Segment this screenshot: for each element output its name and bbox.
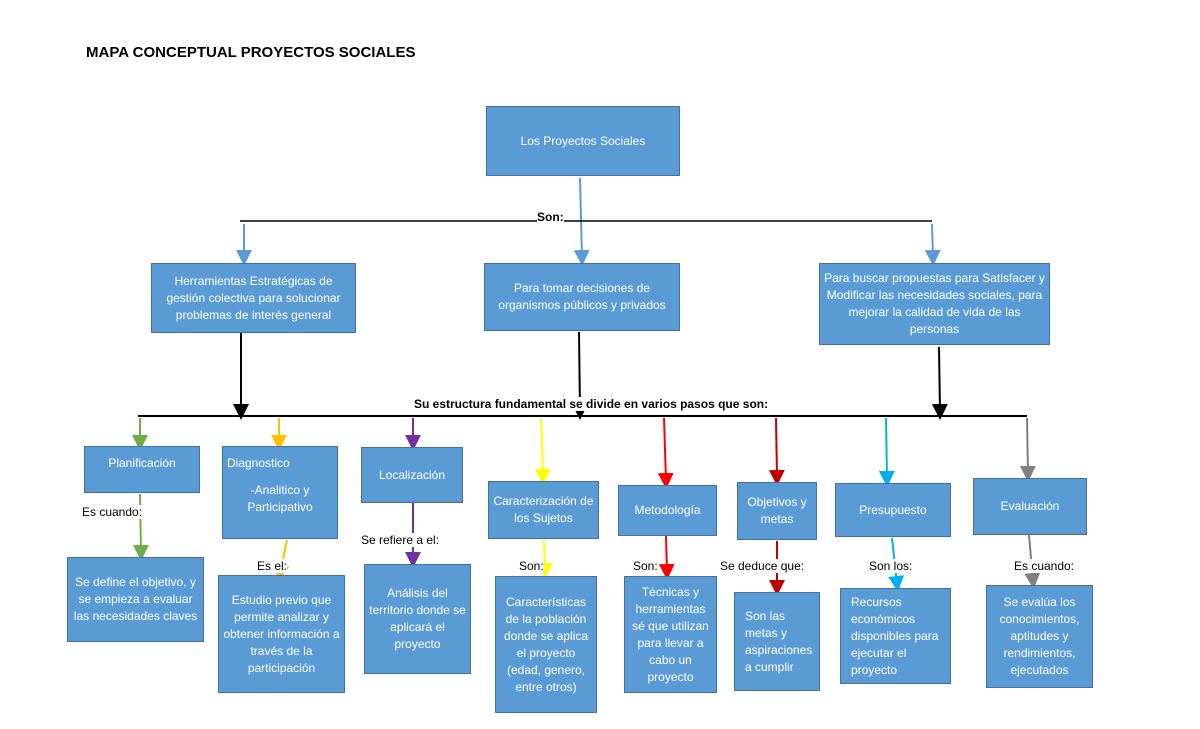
root-node: Los Proyectos Sociales	[486, 106, 680, 176]
connector-caracterizacion: Son:	[519, 559, 544, 573]
step-diagnostico-subtitle: -Analitico y Participativo	[247, 483, 313, 514]
step-diagnostico-title: Diagnostico	[227, 456, 290, 470]
page-title: MAPA CONCEPTUAL PROYECTOS SOCIALES	[86, 44, 416, 61]
connector-structure: Su estructura fundamental se divide en v…	[414, 397, 769, 411]
detail-metodologia: Técnicas y herramientas sé que utilizan …	[624, 576, 717, 693]
connector-objetivos: Se deduce que:	[720, 559, 805, 573]
connector-evaluacion: Es cuando:	[1014, 559, 1075, 573]
connector-presupuesto: Son los:	[869, 559, 913, 573]
step-presupuesto: Presupuesto	[835, 483, 951, 537]
step-objetivos: Objetivos y metas	[737, 482, 817, 540]
detail-diagnostico: Estudio previo que permite analizar y ob…	[218, 575, 345, 693]
step-localizacion: Localización	[361, 447, 463, 503]
detail-localizacion: Análisis del territorio donde se aplicar…	[364, 564, 471, 674]
connector-localizacion: Se refiere a el:	[361, 533, 440, 547]
connector-metodologia: Son:	[633, 559, 658, 573]
level1-node-2: Para tomar decisiones de organismos públ…	[484, 263, 680, 331]
detail-presupuesto: Recursos económicos disponibles para eje…	[840, 588, 951, 684]
step-evaluacion: Evaluación	[973, 478, 1087, 535]
detail-planificacion: Se define el objetivo, y se empieza a ev…	[67, 557, 204, 642]
connector-planificacion: Es cuando:	[82, 505, 143, 519]
detail-objetivos: Son las metas y aspiraciones a cumplir	[734, 592, 820, 691]
detail-evaluacion: Se evalúa los conocimientos, aptitudes y…	[986, 585, 1093, 688]
detail-caracterizacion: Características de la población donde se…	[495, 576, 597, 713]
step-planificacion: Planificación	[84, 446, 200, 493]
step-metodologia: Metodología	[618, 485, 717, 536]
connector-son: Son:	[537, 210, 564, 224]
level1-node-3: Para buscar propuestas para Satisfacer y…	[819, 263, 1050, 345]
level1-node-1: Herramientas Estratégicas de gestión col…	[151, 263, 356, 333]
step-diagnostico: Diagnostico -Analitico y Participativo	[222, 446, 338, 539]
step-caracterizacion: Caracterización de los Sujetos	[488, 481, 599, 539]
connector-diagnostico: Es el:	[257, 559, 288, 573]
